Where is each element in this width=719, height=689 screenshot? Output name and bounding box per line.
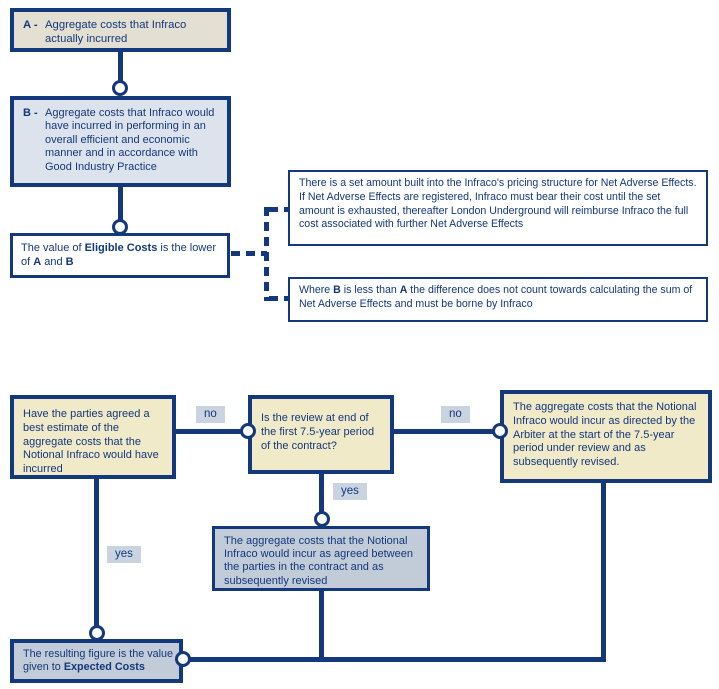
note2-text: Where [299, 284, 334, 296]
connector-bottom-join [190, 657, 606, 662]
eligible-bold-a: A [33, 255, 42, 268]
eligible-text-3: and [41, 255, 66, 268]
note-b-less-than-a: Where B is less than A the difference do… [288, 277, 708, 322]
connector-node-b-eligible [112, 219, 128, 235]
arbiter-text: The aggregate costs that the Notional In… [513, 401, 697, 468]
box-a-text: Aggregate costs that Infraco actually in… [45, 19, 187, 46]
eligible-text-2: is the lower of [21, 242, 217, 268]
box-question-best-estimate: Have the parties agreed a best estimate … [10, 395, 176, 479]
note2-bold-a: A [399, 284, 408, 296]
label-no-1: no [196, 406, 225, 423]
box-eligible-costs: The value of Eligible Costs is the lower… [10, 233, 230, 278]
label-no-2: no [441, 406, 470, 423]
note-net-adverse-effects: There is a set amount built into the Inf… [288, 170, 708, 246]
connector-node-arbiter [492, 423, 508, 439]
question2-text: Is the review at end of the first 7.5-ye… [261, 412, 375, 452]
label-yes-1: yes [333, 483, 367, 500]
note2-bold-b: B [333, 284, 341, 296]
connector-no-1 [176, 429, 242, 434]
connector-no-2 [394, 429, 494, 434]
dashed-connector-stem [231, 251, 267, 256]
result-text: The resulting figure is the value given … [23, 648, 174, 674]
connector-yes-2 [94, 479, 99, 626]
eligible-bold-term: Eligible Costs [84, 242, 158, 254]
connector-node-result-right [175, 651, 191, 667]
dashed-connector-to-note1 [269, 207, 288, 212]
question1-text: Have the parties agreed a best estimate … [23, 408, 159, 475]
connector-node-a-b [112, 80, 128, 96]
label-yes-2: yes [107, 546, 141, 563]
connector-a-to-b [118, 52, 123, 82]
connector-node-result-top [89, 625, 105, 641]
connector-yes-1 [319, 474, 324, 512]
connector-node-agreed [314, 511, 330, 527]
dashed-connector-spine [264, 207, 269, 301]
box-b: B - Aggregate costs that Infraco would h… [10, 96, 231, 187]
agreed-text: The aggregate costs that the Notional In… [224, 535, 413, 587]
connector-agreed-down [319, 591, 324, 660]
box-expected-costs: The resulting figure is the value given … [10, 639, 183, 683]
box-b-text: Aggregate costs that Infraco would have … [45, 107, 215, 173]
connector-arbiter-down [601, 483, 606, 660]
note1-text: There is a set amount built into the Inf… [299, 177, 697, 231]
box-b-label: B - [23, 107, 38, 119]
box-question-review-period: Is the review at end of the first 7.5-ye… [248, 395, 394, 474]
note2-text-2: is less than [340, 284, 400, 296]
dashed-connector-to-note2 [269, 296, 288, 301]
note2-text-3: the difference does not count towards ca… [299, 284, 693, 310]
box-agreed-between-parties: The aggregate costs that the Notional In… [212, 526, 430, 591]
eligible-bold-b: B [65, 255, 74, 268]
box-a-label: A - [23, 19, 38, 31]
connector-b-to-eligible [118, 187, 123, 220]
box-arbiter-directed: The aggregate costs that the Notional In… [500, 390, 712, 483]
result-bold-term: Expected Costs [63, 661, 145, 674]
eligible-text: The value of [21, 242, 85, 254]
connector-node-question2 [240, 423, 256, 439]
box-a: A - Aggregate costs that Infraco actuall… [10, 8, 231, 52]
